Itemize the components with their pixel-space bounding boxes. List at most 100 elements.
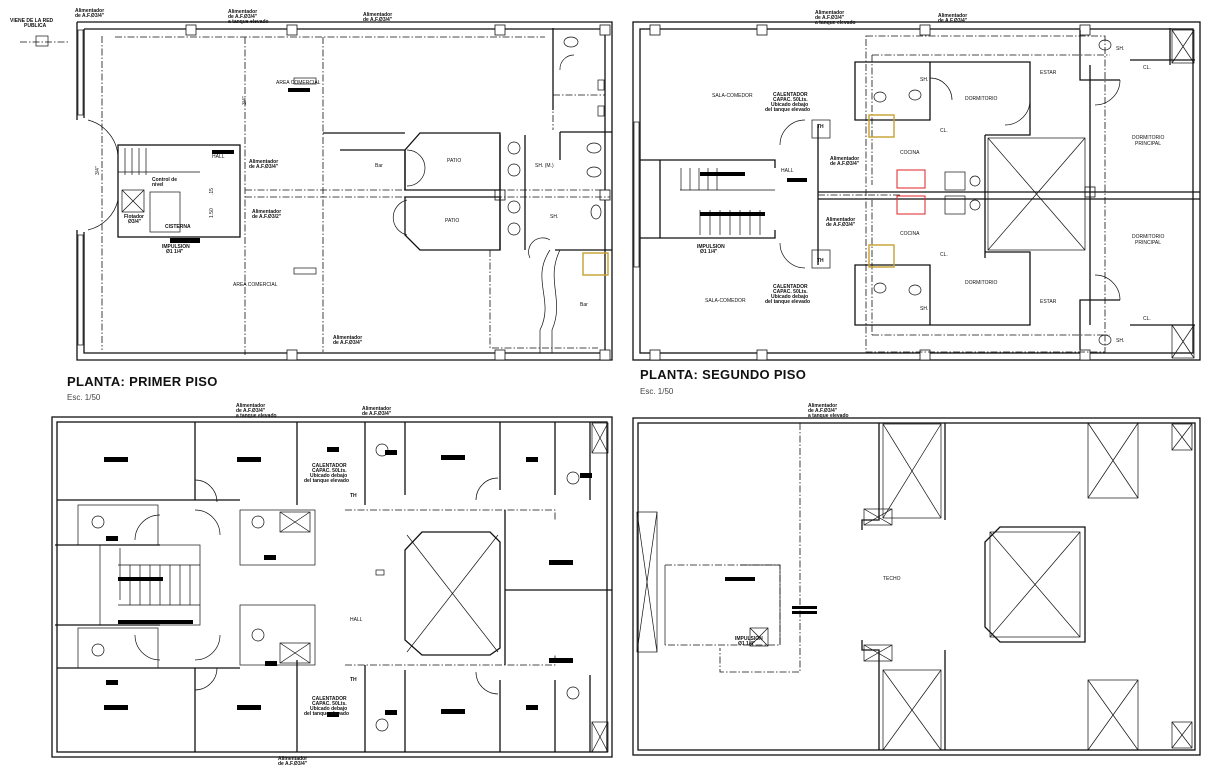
plan-techo: Alimentador de A.F.Ø3/4" a tanque elevad…: [632, 403, 1201, 756]
plan-label: Ubicado debajo: [771, 294, 808, 300]
plan-label: PRINCIPAL: [1135, 240, 1161, 246]
plan-label: IMPULSION: [697, 244, 725, 250]
drawing-circle: [251, 515, 265, 529]
exterior-walls: [632, 417, 1201, 756]
drawing-path: [1079, 28, 1195, 350]
drawing-ellipse: [563, 36, 579, 48]
drawing-path: [680, 168, 775, 235]
drawing-polygon: [404, 132, 501, 191]
plan-primer-piso: VIENE DE LA RED PUBLICA Alimentador de A…: [10, 8, 613, 402]
plan-label: PUBLICA: [24, 23, 47, 29]
water-supply-lines: [20, 36, 610, 355]
plan-label: Alimentador: [249, 159, 278, 165]
plan-label: SH.: [1116, 46, 1124, 52]
plan-label: SH.: [1116, 338, 1124, 344]
drawing-rect: [811, 249, 831, 269]
plan-label: de A.F.Ø3/4": [815, 15, 845, 21]
drawing-rect: [700, 172, 745, 176]
drawing-path: [640, 159, 776, 239]
plan-label: Ubicado debajo: [310, 473, 347, 479]
plan-label: de A.F.Ø3/4": [333, 340, 363, 346]
water-heater-box-bottom: [868, 244, 895, 268]
drawing-circle: [969, 175, 981, 187]
plan-label: de A.F.Ø3/4": [249, 164, 279, 170]
drawing-polygon: [404, 196, 501, 251]
drawing-rect: [944, 195, 966, 215]
drawing-rect: [286, 349, 298, 361]
drawing-rect: [121, 189, 145, 213]
plan-label: .15: [209, 188, 215, 195]
interior-walls: [55, 422, 612, 753]
drawing-path: [118, 548, 200, 606]
drawing-rect: [882, 669, 942, 751]
plan-label: Alimentador: [363, 12, 392, 18]
plan-label: Alimentador: [278, 756, 307, 762]
drawing-rect: [106, 536, 118, 541]
plan-label: Ø3/4": [128, 219, 142, 225]
drawing-rect: [239, 509, 316, 566]
drawing-rect: [1087, 679, 1139, 751]
drawing-rect: [117, 144, 241, 238]
drawing-rect: [863, 508, 893, 526]
drawing-line: [987, 137, 1086, 251]
drawing-line: [749, 627, 769, 647]
drawing-path: [664, 564, 781, 645]
plan-label: Alimentador: [815, 10, 844, 16]
plan-label: CALENTADOR: [773, 284, 808, 290]
drawing-ellipse: [873, 282, 887, 294]
plan-label: Ø1 1/4": [738, 641, 756, 647]
columns: [185, 24, 611, 361]
plan-label: Alimentador: [75, 8, 104, 14]
plan-label: del tanque elevado: [304, 478, 349, 484]
drawing-rect: [293, 77, 317, 85]
plan-label: CL.: [940, 128, 948, 134]
drawing-rect: [599, 24, 611, 36]
plan-label: PATIO: [447, 158, 461, 164]
drawing-rect: [286, 24, 298, 36]
drawing-rect: [1079, 349, 1091, 361]
drawing-path: [323, 132, 406, 190]
drawing-path: [817, 61, 1200, 326]
drawing-rect: [649, 349, 661, 361]
plan-label: del tanque elevado: [765, 299, 810, 305]
drawing-rect: [106, 680, 118, 685]
drawing-path: [134, 477, 499, 695]
drawing-rect: [636, 511, 658, 653]
drawing-rect: [1171, 721, 1193, 749]
drawing-line: [1171, 721, 1193, 749]
plan-scale-segundo-piso: Esc. 1/50: [640, 387, 674, 396]
plan-title-segundo-piso: PLANTA: SEGUNDO PISO: [640, 367, 806, 382]
drawing-rect: [185, 24, 197, 36]
plan-label: Alimentador: [826, 217, 855, 223]
plan-label: Bar: [375, 163, 383, 169]
plan-label: CL.: [1143, 65, 1151, 71]
drawing-line: [1087, 422, 1139, 499]
drawing-rect: [494, 24, 506, 36]
plan-label: TH: [817, 124, 824, 130]
drawing-circle: [507, 163, 521, 177]
plan-label: 3/4": [242, 96, 248, 105]
plan-label: VIENE DE LA RED: [10, 18, 54, 24]
drawing-rect: [580, 473, 592, 478]
drawing-circle: [251, 628, 265, 642]
plan-label: CAPAC. 50Lts.: [773, 97, 808, 103]
plan-1-annotations: VIENE DE LA RED PUBLICA Alimentador de A…: [10, 8, 588, 346]
shafts: [636, 422, 1193, 751]
plan-label: HALL: [350, 617, 363, 623]
plan-label: Alimentador: [808, 403, 837, 409]
drawing-rect: [749, 627, 769, 647]
plan-label: de A.F.Ø3/2": [252, 214, 282, 220]
plan-label: HALL: [212, 154, 225, 160]
plan-label: CAPAC. 50Lts.: [312, 701, 347, 707]
drawing-circle: [91, 643, 105, 657]
gas-stove-top: [896, 169, 926, 189]
drawing-rect: [385, 710, 397, 715]
plan-segundo-piso: Alimentador de A.F.Ø3/4" a tanque elevad…: [632, 10, 1201, 396]
drawing-rect: [863, 644, 893, 662]
drawing-circle: [375, 718, 389, 732]
plan-label: Flotador: [124, 214, 144, 220]
drawing-circle: [507, 141, 521, 155]
plan-label: CALENTADOR: [312, 696, 347, 702]
plan-label: CL.: [940, 252, 948, 258]
